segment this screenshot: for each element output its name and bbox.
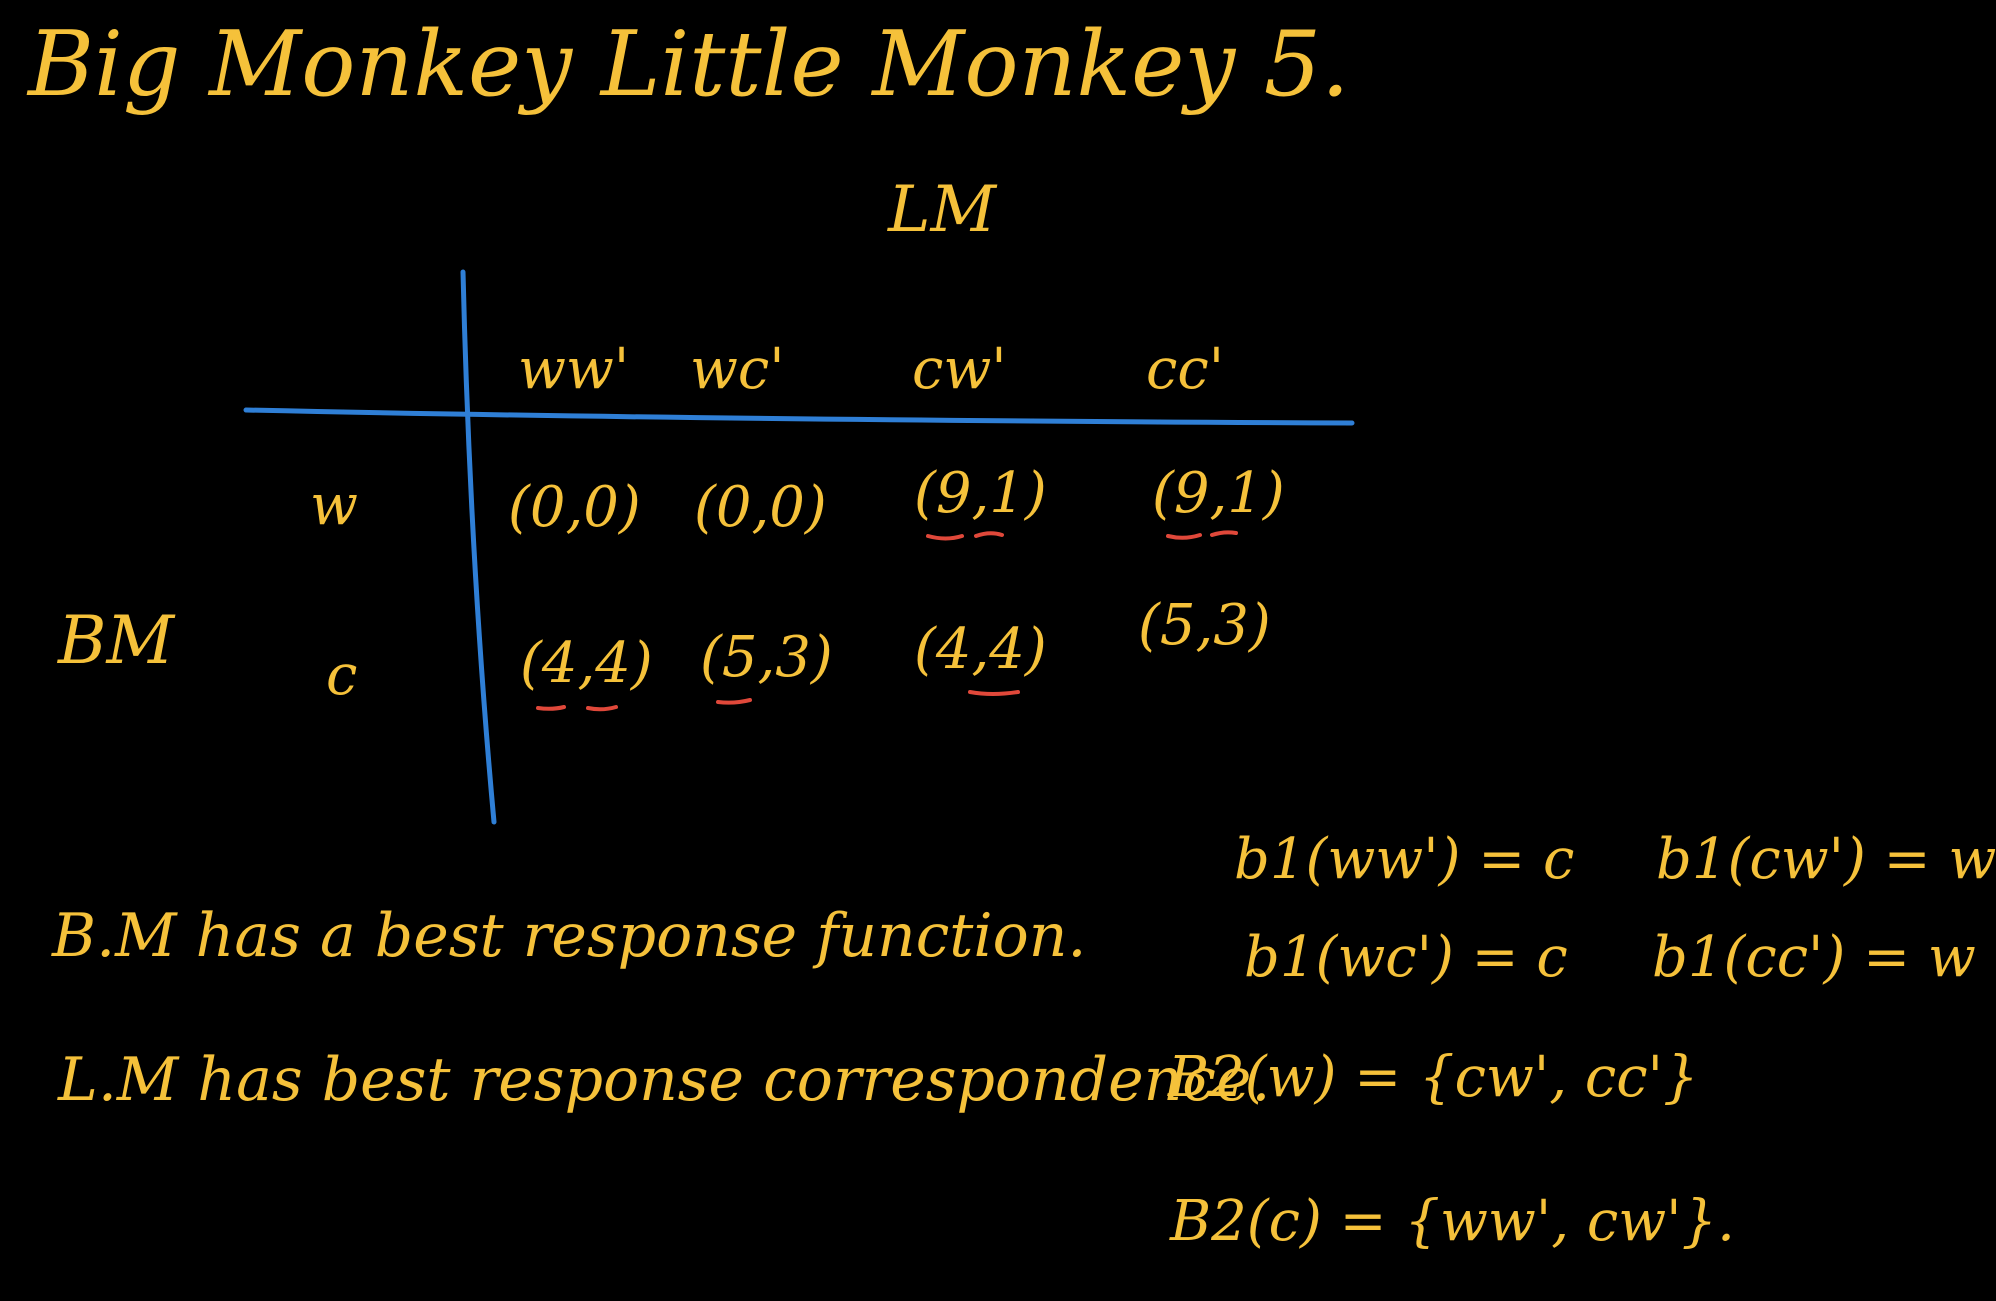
underline-c-ww-lm	[586, 705, 618, 712]
column-label-ww: ww'	[518, 337, 630, 402]
underline-w-cw-bm	[926, 534, 964, 541]
underline-w-cw-lm	[974, 531, 1004, 538]
payoff-cell-c-cc: (5,3)	[1138, 593, 1271, 658]
column-label-cc: cc'	[1146, 337, 1225, 402]
bm-best-response-cw: b1(cw') = w	[1656, 827, 1996, 892]
payoff-cell-w-wc: (0,0)	[694, 475, 827, 540]
payoff-cell-c-wc: (5,3)	[700, 625, 833, 690]
column-player-label: LM	[888, 173, 997, 247]
payoff-cell-w-cc: (9,1)	[1152, 461, 1285, 526]
underline-c-cw-lm	[968, 690, 1020, 696]
bm-best-response-cc: b1(cc') = w	[1652, 925, 1976, 990]
bm-best-response-wc: b1(wc') = c	[1244, 925, 1568, 990]
underline-w-cc-lm	[1210, 530, 1238, 537]
row-label-w: w	[310, 473, 358, 538]
payoff-cell-w-cw: (9,1)	[914, 461, 1047, 526]
underline-w-cc-bm	[1166, 533, 1202, 540]
lm-best-response-c: B2(c) = {ww', cw'}.	[1170, 1189, 1735, 1254]
matrix-horizontal-line	[243, 407, 1355, 426]
payoff-matrix-grid	[243, 269, 1355, 825]
note-bm-function: B.M has a best response function.	[52, 901, 1087, 971]
note-lm-correspondence: L.M has best response correspondence.	[58, 1045, 1271, 1115]
row-player-label: BM	[58, 602, 175, 679]
matrix-vertical-line	[460, 269, 497, 825]
column-label-wc: wc'	[690, 337, 785, 402]
underline-c-ww-bm	[536, 705, 566, 711]
column-label-cw: cw'	[912, 337, 1007, 402]
lm-best-response-w: B2(w) = {cw', cc'}	[1168, 1045, 1699, 1110]
best-response-underlines	[536, 530, 1238, 712]
payoff-cell-c-cw: (4,4)	[914, 617, 1047, 682]
row-label-c: c	[326, 643, 358, 708]
underline-c-wc-bm	[716, 698, 752, 705]
payoff-cell-c-ww: (4,4)	[520, 631, 653, 696]
bm-best-response-ww: b1(ww') = c	[1234, 827, 1575, 892]
payoff-cell-w-ww: (0,0)	[508, 475, 641, 540]
page-title: Big Monkey Little Monkey 5.	[28, 12, 1350, 117]
lecture-board: { "title": "Big Monkey Little Monkey 5."…	[28, 12, 1996, 1254]
